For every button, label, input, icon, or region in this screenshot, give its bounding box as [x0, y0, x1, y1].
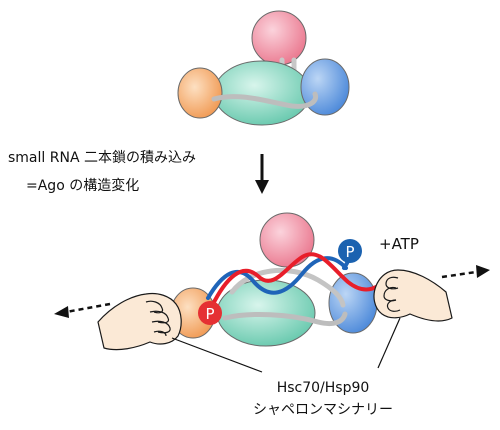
right-pull-arrow [441, 265, 490, 279]
linker-bottom-lower [222, 311, 348, 327]
left-hand-icon [97, 292, 182, 351]
down-arrow [255, 154, 269, 194]
right-hand-icon [373, 269, 453, 322]
phosphate-blue: P [338, 239, 362, 263]
ago-domain-pink-top [251, 10, 307, 66]
chaperone-label-line2: シャペロンマシナリー [253, 402, 393, 418]
atp-label: +ATP [379, 235, 419, 253]
ago-protein-top [177, 10, 350, 126]
chaperone-label-line1: Hsc70/Hsp90 [277, 380, 370, 396]
ago-domain-green-top [213, 60, 311, 126]
phosphate-red-label: P [205, 305, 214, 323]
phosphate-blue-label: P [345, 243, 354, 261]
ago-domain-pink-bottom [259, 212, 315, 268]
callout-line-right [377, 317, 401, 369]
left-pull-arrow [54, 302, 111, 318]
step-label-line1: small RNA 二本鎖の積み込み [8, 150, 196, 166]
phosphate-red: P [198, 301, 222, 325]
linker-top-loop [211, 91, 319, 109]
step-label-line2: =Ago の構造変化 [26, 177, 139, 194]
rna-strand-red [210, 252, 380, 308]
ago-domain-orange-top [177, 67, 223, 119]
callout-line-left [171, 337, 263, 373]
